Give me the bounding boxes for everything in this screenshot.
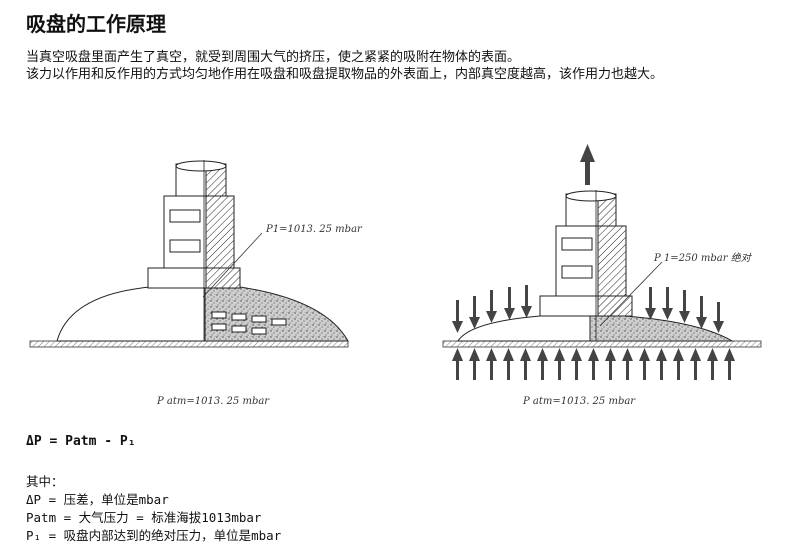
patm-label-right: P atm=1013. 25 mbar xyxy=(522,396,636,407)
page-title: 吸盘的工作原理 xyxy=(26,12,166,36)
intro-line-2: 该力以作用和反作用的方式均匀地作用在吸盘和吸盘提取物品的外表面上，内部真空度越高… xyxy=(26,67,664,82)
lift-arrow xyxy=(580,144,595,185)
suction-cup-right xyxy=(457,190,734,342)
downward-pressure-arrows xyxy=(452,285,724,333)
definition-item: P₁ = 吸盘内部达到的绝对压力，单位是mbar xyxy=(26,528,282,543)
patm-label-left: P atm=1013. 25 mbar xyxy=(156,396,270,407)
suction-cup-diagram: P1=1013. 25 mbar P atm=1013. 25 mbar xyxy=(29,144,762,407)
p1-leader-line-right xyxy=(599,261,663,327)
definition-item: Patm = 大气压力 = 标准海拔1013mbar xyxy=(26,510,262,525)
ground-surface-left xyxy=(29,340,349,348)
intro-text: 当真空吸盘里面产生了真空，就受到周围大气的挤压，使之紧紧的吸附在物体的表面。 该… xyxy=(26,49,771,83)
pressure-difference-formula: ΔP = Patm - P₁ xyxy=(26,434,136,449)
upward-pressure-arrows xyxy=(452,348,735,380)
p1-leader-line-left xyxy=(202,232,263,298)
definition-item: ΔP = 压差，单位是mbar xyxy=(26,492,169,507)
intro-line-1: 当真空吸盘里面产生了真空，就受到周围大气的挤压，使之紧紧的吸附在物体的表面。 xyxy=(26,50,521,65)
ground-surface-right xyxy=(442,340,762,348)
p1-label-right: P 1=250 mbar 绝对 xyxy=(653,252,753,264)
definitions: 其中： ΔP = 压差，单位是mbar Patm = 大气压力 = 标准海拔10… xyxy=(26,473,281,545)
definitions-heading: 其中： xyxy=(26,474,64,489)
suction-cup-left xyxy=(56,160,349,342)
p1-label-left: P1=1013. 25 mbar xyxy=(265,224,363,235)
